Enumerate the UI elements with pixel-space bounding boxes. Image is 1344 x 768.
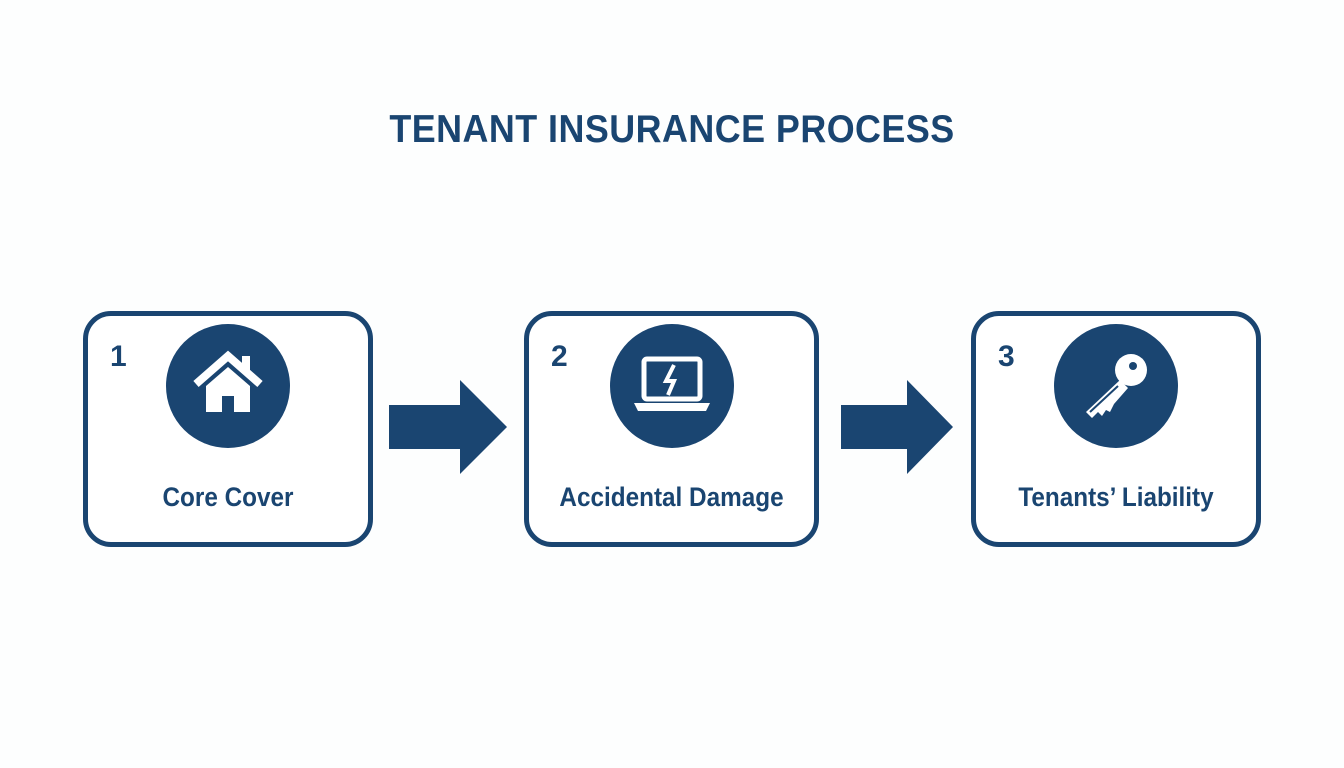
arrow-right-icon: [389, 380, 507, 474]
step-number: 3: [998, 340, 1015, 373]
step-number: 1: [110, 340, 127, 373]
step-card-2: 2 Accidental Damage: [524, 311, 819, 547]
house-icon: [166, 324, 290, 448]
step-label: Accidental Damage: [559, 482, 784, 512]
broken-laptop-icon: [609, 324, 734, 448]
key-icon: [1054, 324, 1178, 448]
page-title: TENANT INSURANCE PROCESS: [389, 108, 955, 151]
step-card-1: 1 Core Cover: [83, 311, 373, 547]
step-card-3: 3 Tenants’ Liability: [971, 311, 1261, 547]
step-label: Tenants’ Liability: [1018, 482, 1214, 512]
arrow-right-icon: [841, 380, 953, 474]
step-number: 2: [551, 340, 568, 373]
step-label: Core Cover: [162, 482, 294, 512]
